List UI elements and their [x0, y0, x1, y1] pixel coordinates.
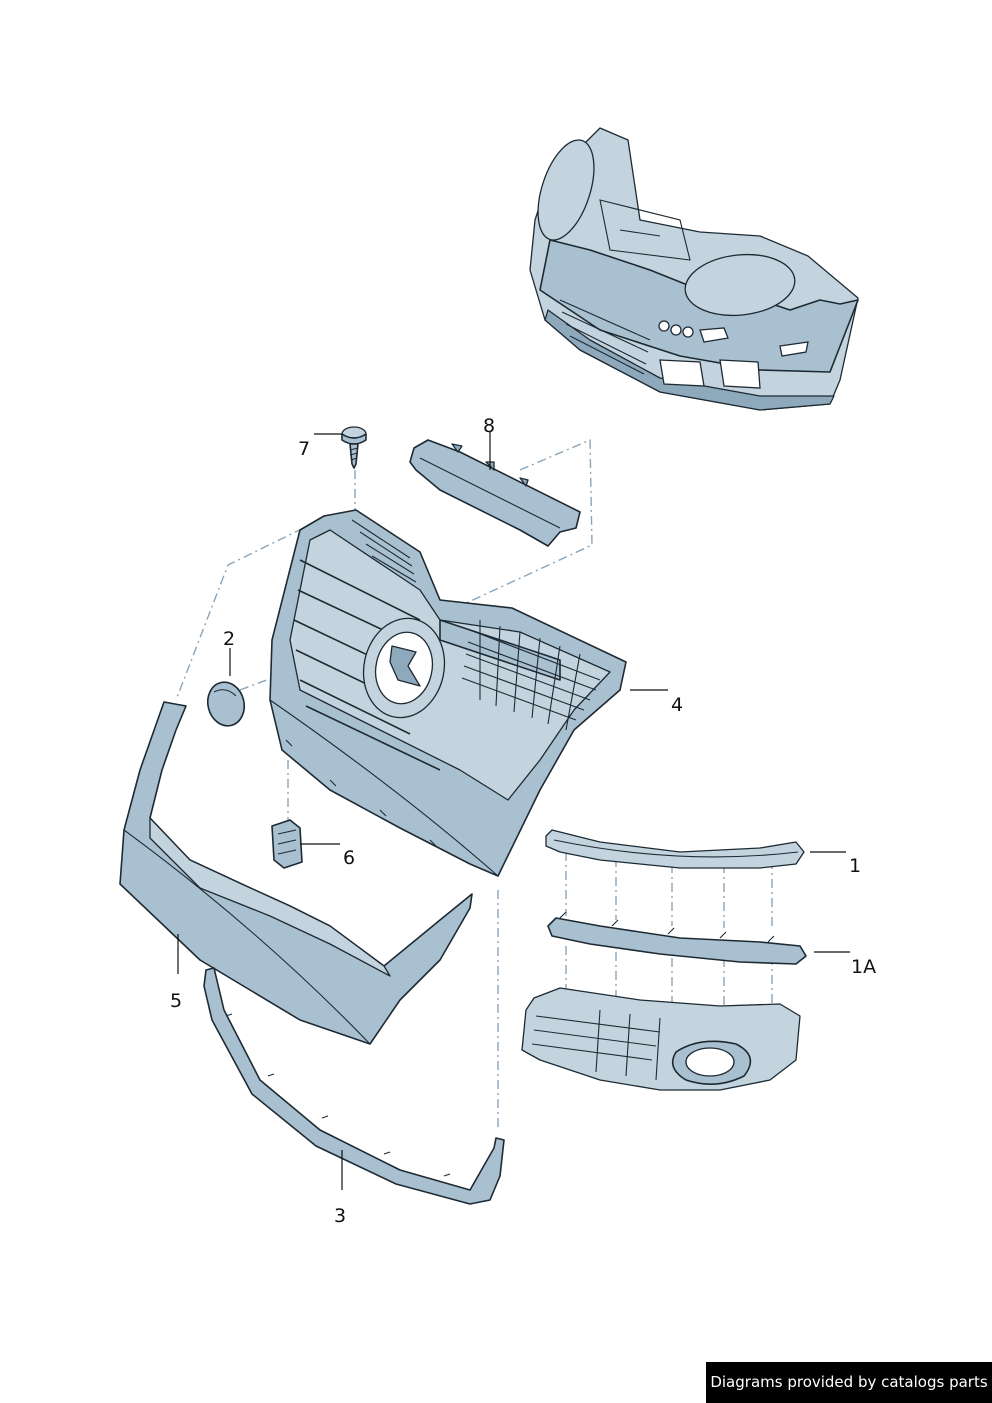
callout-1: 1 — [849, 855, 861, 877]
callout-5: 5 — [170, 990, 182, 1012]
front-end-overview — [529, 127, 859, 411]
callout-6: 6 — [343, 847, 355, 869]
callout-labels: 7 8 2 4 6 1 1A 5 3 — [170, 415, 876, 1227]
part-7-screw — [341, 426, 367, 469]
callout-2: 2 — [223, 628, 235, 650]
fog-light-grille — [521, 987, 801, 1091]
part-1a-trim-strip — [547, 911, 807, 965]
credit-banner: Diagrams provided by catalogs parts — [706, 1362, 992, 1403]
part-2-emblem — [206, 681, 246, 727]
callout-8: 8 — [483, 415, 495, 437]
leader-lines — [177, 432, 850, 1190]
part-8-upper-trim-strip — [409, 439, 581, 547]
callout-3: 3 — [334, 1205, 346, 1227]
part-5-bumper-panel — [119, 701, 473, 1045]
part-1-trim-strip — [545, 829, 805, 869]
callout-1a: 1A — [851, 956, 876, 978]
part-4-radiator-grille — [269, 509, 627, 877]
callout-7: 7 — [298, 438, 310, 460]
part-3-lower-trim-strip — [203, 967, 505, 1205]
callout-4: 4 — [671, 694, 683, 716]
part-6-retaining-clip — [271, 819, 303, 869]
